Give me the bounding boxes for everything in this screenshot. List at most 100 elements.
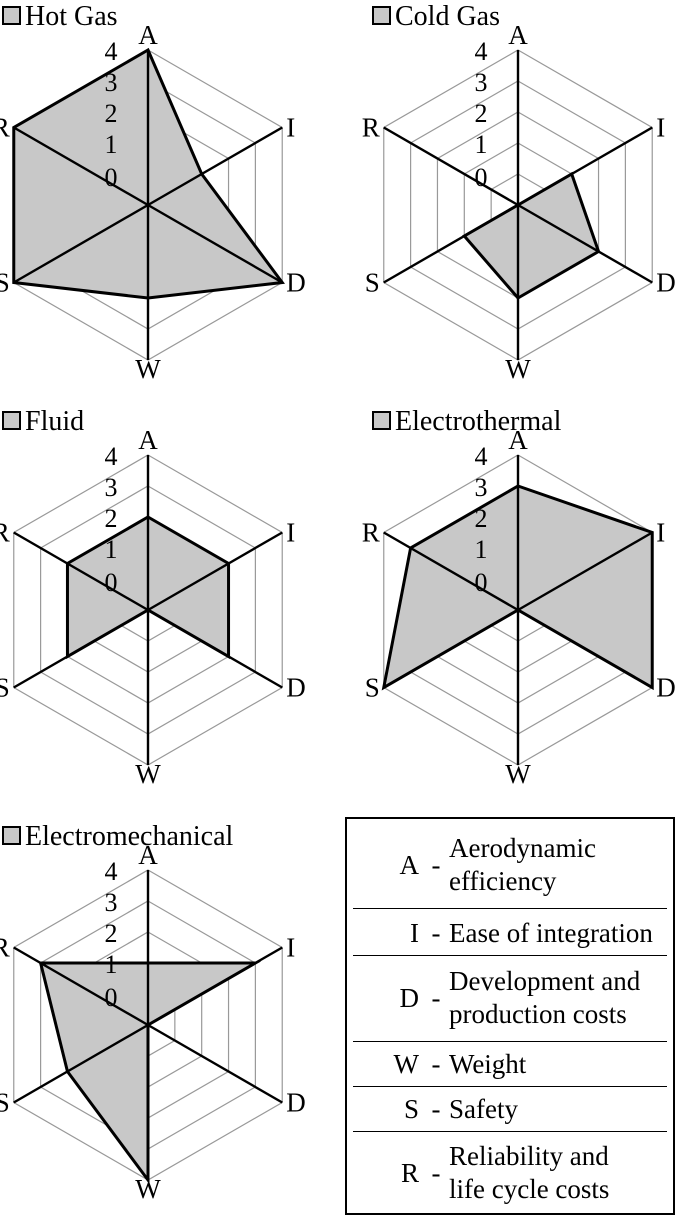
legend-dash: - [431, 982, 441, 1013]
chart-title: Hot Gas [25, 1, 118, 32]
legend-divider [353, 1131, 667, 1132]
axis-label: W [135, 759, 161, 789]
axis-spoke [517, 531, 653, 612]
axis-label: I [286, 518, 295, 548]
tick-label: 4 [105, 857, 118, 886]
tick-label: 3 [475, 473, 488, 502]
legend-text-line: Aerodynamic [449, 833, 596, 863]
axis-spoke [383, 531, 519, 612]
axis-label: S [0, 268, 10, 298]
legend-text-line: life cycle costs [449, 1174, 610, 1204]
axis-label: S [365, 673, 380, 703]
legend-box: A - Aerodynamic efficiency I - Ease of i… [345, 817, 675, 1215]
tick-label: 0 [475, 568, 488, 597]
legend-row-w: W - Weight [347, 1044, 673, 1084]
tick-label: 1 [475, 130, 488, 159]
legend-dash: - [431, 849, 441, 880]
axis-label: R [362, 113, 380, 143]
legend-key: W [393, 1048, 419, 1079]
legend-row-s: S - Safety [347, 1089, 673, 1129]
chart-title: Electromechanical [25, 821, 234, 852]
legend-key: D [399, 982, 420, 1013]
axis-label: A [138, 20, 158, 50]
tick-label: 0 [475, 163, 488, 192]
legend-text-line: Development and [449, 966, 641, 996]
axis-spoke [383, 126, 519, 207]
legend-text: Reliability and life cycle costs [447, 1140, 673, 1206]
axis-spoke [147, 608, 283, 689]
legend-key: A [399, 849, 420, 880]
axis-label: S [365, 268, 380, 298]
series-swatch [372, 6, 391, 25]
legend-dash: - [431, 917, 441, 948]
tick-label: 2 [475, 99, 488, 128]
axis-label: S [0, 1088, 10, 1118]
axis-label: R [0, 113, 10, 143]
axis-spoke [13, 126, 149, 207]
tick-label: 4 [105, 442, 118, 471]
series-swatch [372, 411, 391, 430]
chart-title: Cold Gas [395, 1, 500, 32]
axis-spoke [13, 946, 149, 1027]
tick-label: 2 [475, 504, 488, 533]
axis-spoke [147, 126, 283, 207]
legend-text: Aerodynamic efficiency [447, 832, 673, 898]
axis-label: A [508, 425, 528, 455]
axis-label: I [286, 113, 295, 143]
tick-label: 0 [105, 163, 118, 192]
series-swatch [2, 6, 21, 25]
axis-spoke [147, 946, 283, 1027]
axis-label: A [138, 425, 158, 455]
legend-dash: - [431, 1048, 441, 1079]
tick-label: 4 [105, 37, 118, 66]
axis-spoke [147, 1023, 283, 1104]
legend-divider [353, 1041, 667, 1042]
legend-dash: - [431, 1157, 441, 1188]
axis-spoke [147, 203, 283, 284]
legend-row-a: A - Aerodynamic efficiency [347, 825, 673, 905]
axis-label: A [138, 840, 158, 870]
axis-spoke [517, 203, 653, 284]
legend-row-d: D - Development and production costs [347, 958, 673, 1038]
legend-key: I [410, 917, 419, 948]
axis-label: D [656, 268, 676, 298]
axis-label: R [0, 933, 10, 963]
axis-spoke [13, 203, 149, 284]
tick-label: 3 [105, 68, 118, 97]
axis-label: R [0, 518, 10, 548]
axis-spoke [383, 608, 519, 689]
tick-label: 2 [105, 99, 118, 128]
legend-divider [353, 1086, 667, 1087]
axis-label: W [135, 1174, 161, 1204]
legend-row-i: I - Ease of integration [347, 913, 673, 953]
tick-label: 1 [475, 535, 488, 564]
legend-text: Weight [449, 1048, 527, 1079]
tick-label: 1 [105, 950, 118, 979]
axis-label: W [135, 354, 161, 384]
tick-label: 3 [105, 888, 118, 917]
axis-label: I [286, 933, 295, 963]
legend-row-r: R - Reliability and life cycle costs [347, 1133, 673, 1213]
axis-label: D [286, 673, 306, 703]
series-swatch [2, 411, 21, 430]
axis-label: W [505, 759, 531, 789]
axis-label: S [0, 673, 10, 703]
tick-label: 4 [475, 37, 488, 66]
legend-key: S [403, 1093, 419, 1124]
tick-label: 1 [105, 535, 118, 564]
tick-label: 2 [105, 919, 118, 948]
tick-label: 3 [105, 473, 118, 502]
chart-title: Electrothermal [395, 406, 562, 437]
legend-text-line: efficiency [449, 866, 557, 896]
legend-text-line: production costs [449, 999, 627, 1029]
series-swatch [2, 826, 21, 845]
legend-text: Development and production costs [447, 965, 673, 1031]
axis-label: A [508, 20, 528, 50]
chart-title: Fluid [25, 406, 84, 437]
axis-spoke [13, 608, 149, 689]
axis-spoke [147, 531, 283, 612]
